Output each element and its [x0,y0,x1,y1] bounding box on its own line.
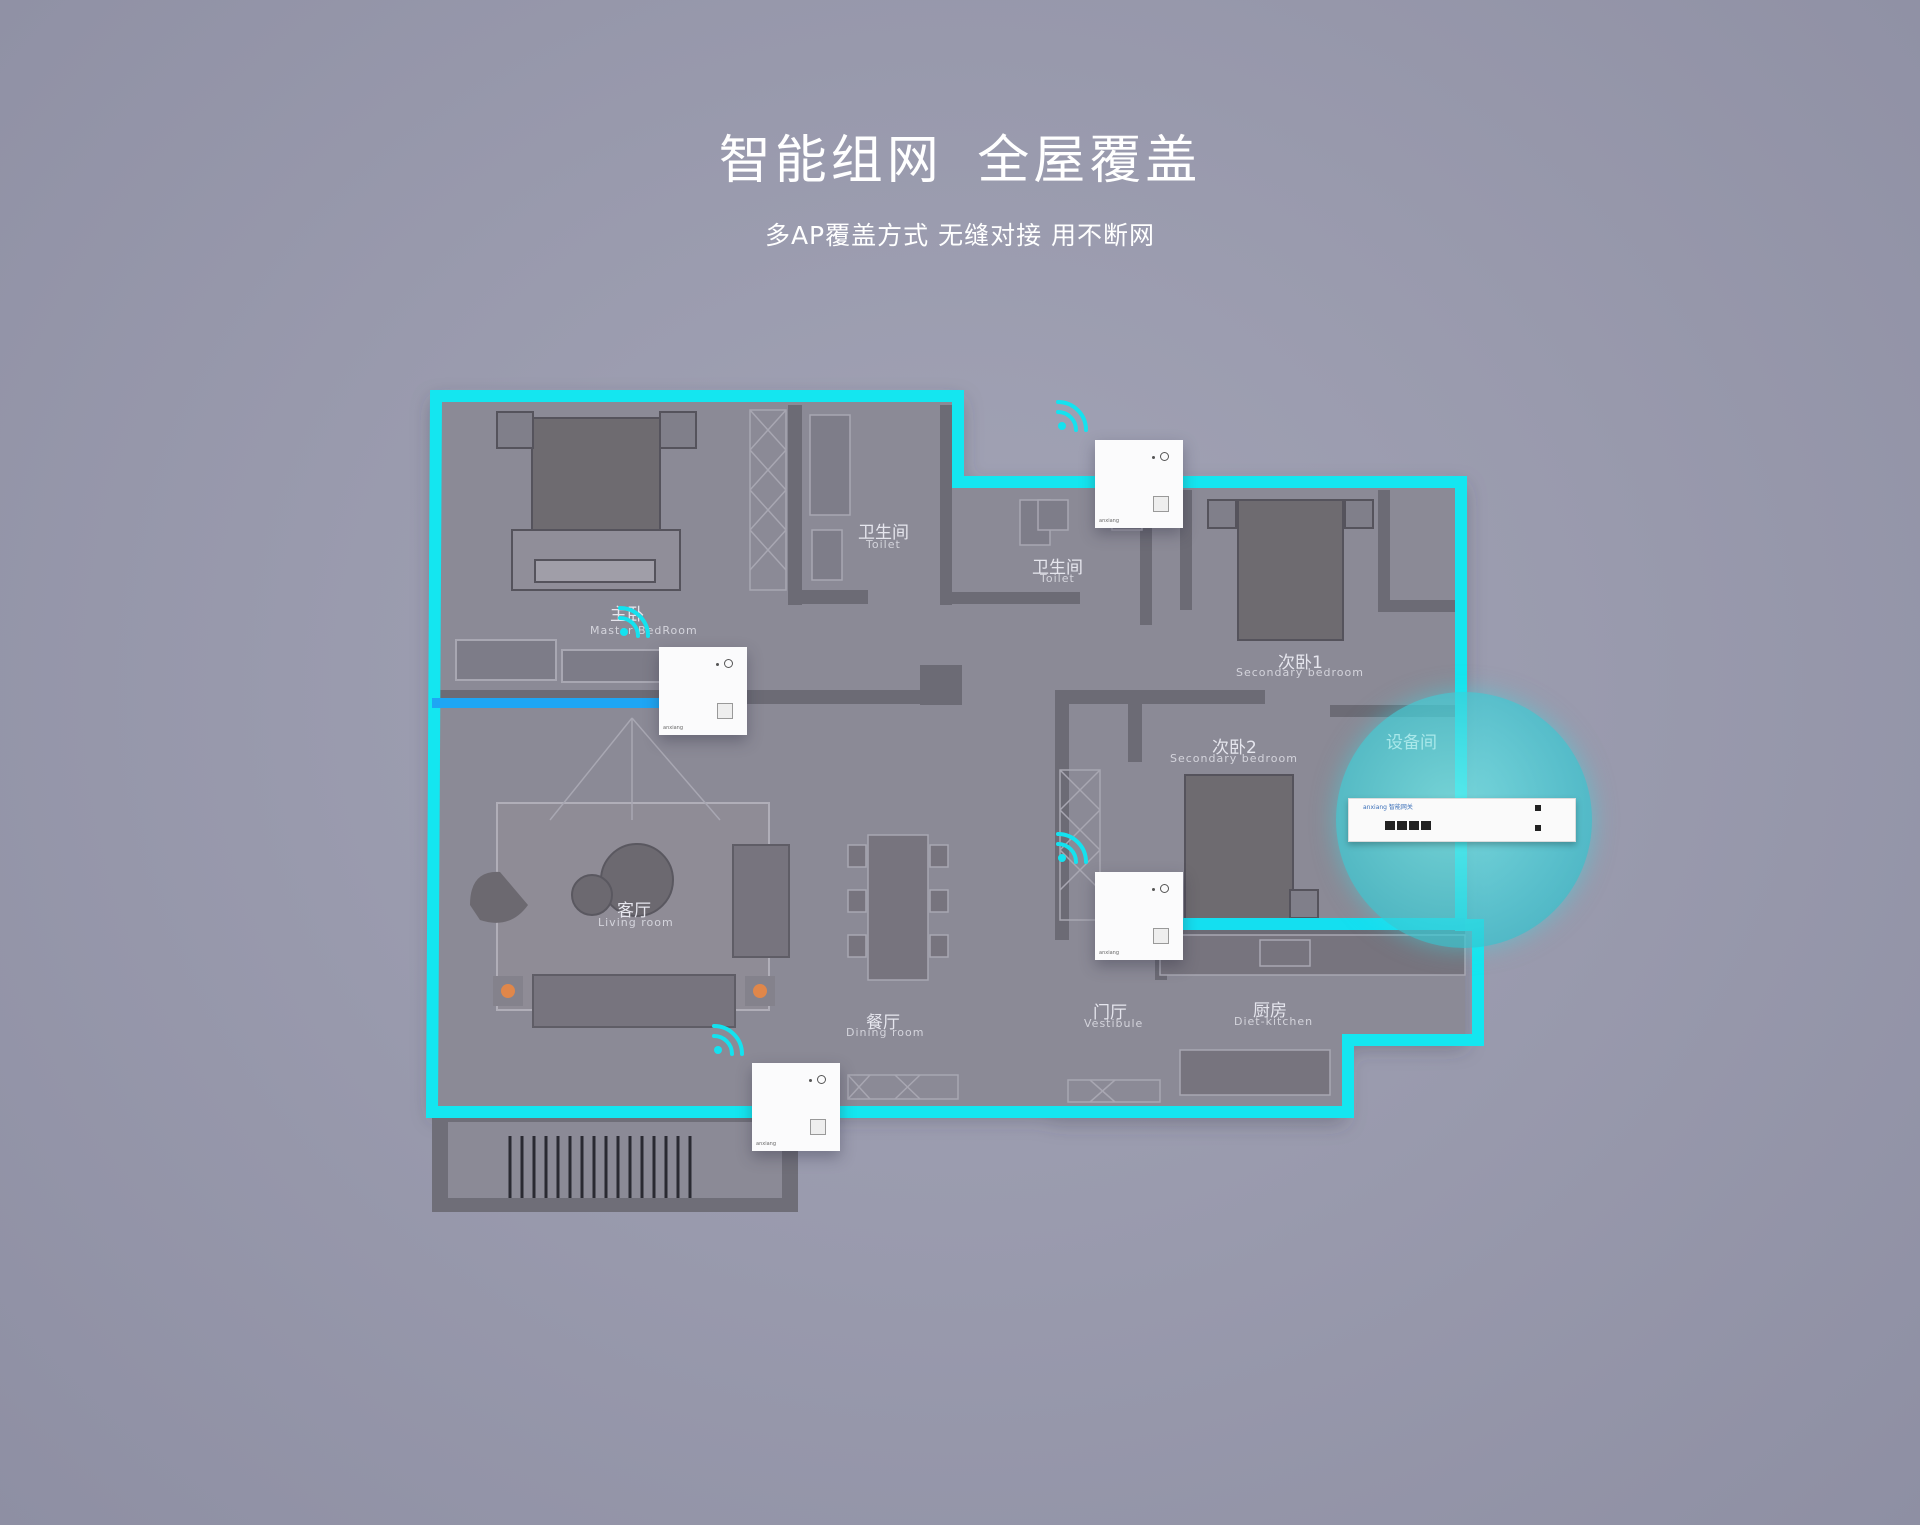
ap-brand: anxiang [756,1141,776,1147]
room-en-living: Living room [598,916,674,929]
dining-table [847,834,949,981]
ap-brand: anxiang [663,725,683,731]
gateway-port [1409,821,1419,830]
room-label-equipment: 设备间 [1386,733,1437,753]
gateway-port [1385,821,1395,830]
ap-led [724,659,733,668]
room-label-vestibule: 门厅 [1093,1003,1127,1023]
room-label-kitchen: 厨房 [1253,1001,1287,1021]
ap-indicator [1152,456,1155,459]
gateway-led [1535,805,1541,811]
room-en-dining: Dining room [846,1026,925,1039]
wifi-signal-icon [1056,832,1088,864]
room-label-dining: 餐厅 [866,1013,900,1033]
gateway-device: anxiang 智能网关 [1348,798,1576,842]
page-title: 智能组网 全屋覆盖 [718,131,1202,191]
room-en-toilet2: Toilet [1040,572,1075,585]
gateway-port [1397,821,1407,830]
room-en-master: Master BedRoom [590,624,698,637]
gateway-brand: anxiang 智能网关 [1363,804,1413,811]
room-label-secondary1: 次卧1 [1278,653,1323,673]
ap-port [810,1119,826,1135]
ap-device-master: anxiang [659,647,747,735]
ap-port [1153,496,1169,512]
room-label-toilet2: 卫生间 [1032,558,1083,578]
ap-led [1160,884,1169,893]
room-label-master: 主卧 [610,605,644,625]
room-en-toilet1: Toilet [866,538,901,551]
room-label-living: 客厅 [617,901,651,921]
wifi-signal-icon [712,1024,744,1056]
room-en-secondary1: Secondary bedroom [1236,666,1364,679]
room-label-secondary2: 次卧2 [1212,738,1257,758]
wifi-signal-icon [618,606,650,638]
master-bed [496,411,697,591]
ap-brand: anxiang [1099,518,1119,524]
ap-device-dining: anxiang [752,1063,840,1151]
room-en-vestibule: Vestibule [1084,1017,1144,1030]
bedroom1-bed [1207,499,1374,641]
gateway-port [1421,821,1431,830]
gateway-led [1535,825,1541,831]
ap-led [817,1075,826,1084]
ap-brand: anxiang [1099,950,1119,956]
living-furniture [470,802,790,1028]
ap-device-hall: anxiang [1095,872,1183,960]
ap-indicator [809,1079,812,1082]
ap-device-toilet: anxiang [1095,440,1183,528]
ap-port [717,703,733,719]
ap-led [1160,452,1169,461]
room-en-kitchen: Diet-kitchen [1234,1015,1314,1028]
bedroom2-bed [1184,774,1319,926]
room-label-toilet1: 卫生间 [858,523,909,543]
ap-port [1153,928,1169,944]
wifi-signal-icon [1056,400,1088,432]
room-en-secondary2: Secondary bedroom [1170,752,1298,765]
ap-indicator [1152,888,1155,891]
ap-indicator [716,663,719,666]
page-subtitle: 多AP覆盖方式 无缝对接 用不断网 [764,221,1156,250]
